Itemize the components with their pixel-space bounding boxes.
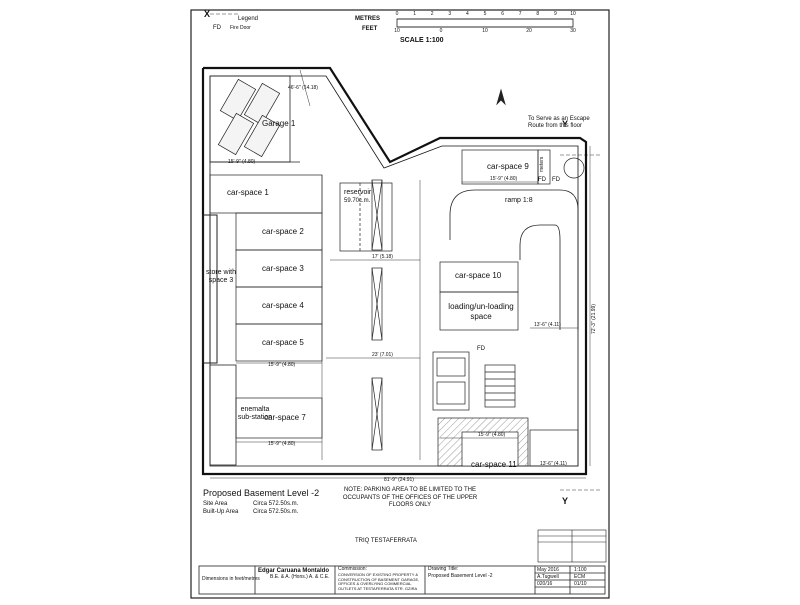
street-name: TRIQ TESTAFERRATA — [355, 538, 417, 544]
legend-code: FD — [213, 25, 221, 31]
outline-inner — [209, 75, 579, 467]
car-space-11-label: car-space 11 — [471, 460, 517, 469]
store-area — [202, 214, 218, 364]
car-space-1-label: car-space 1 — [227, 188, 269, 197]
fire-door-label-3: FD — [477, 346, 485, 352]
sheet-border — [190, 9, 610, 599]
car-space-10-bay — [439, 261, 519, 331]
feet-tick-label: 0 — [439, 28, 443, 34]
car-space-7-label: car-space 7 — [264, 413, 306, 422]
drawn-by: A.Tugwell — [537, 574, 559, 580]
legend-desc: Fire Door — [230, 25, 251, 31]
dim-label-5: 15'-9" (4.80) — [268, 362, 296, 368]
car-space-5-label: car-space 5 — [262, 338, 304, 347]
car-space-10-label: car-space 10 — [455, 271, 502, 280]
revision-table — [537, 529, 607, 563]
store-label: store with space 3 — [206, 269, 236, 285]
dim-label-8: 15'-9" (4.80) — [478, 432, 506, 438]
escape-route-note: To Serve as an Escape Route from this fl… — [528, 116, 590, 129]
scale-bar — [396, 18, 574, 28]
dim-label-4: 17' (5.18) — [372, 254, 393, 260]
dim-label-6: 15'-9" (4.80) — [268, 441, 296, 447]
metres-tick-label: 2 — [430, 11, 434, 17]
section-mark-y-bottom: Y — [562, 496, 569, 506]
dim-label-12: 46'-6" (14.18) — [288, 85, 318, 91]
drawing-date: May 2016 — [537, 567, 559, 573]
built-up-label: Built-Up Area — [203, 509, 239, 515]
commission-label: Commission: — [338, 566, 367, 572]
parking-note: NOTE: PARKING AREA TO BE LIMITED TO THE … — [342, 487, 478, 508]
scale-ratio: SCALE 1:100 — [400, 37, 444, 44]
commission-text: CONVERSION OF EXISTING PROPERTY & CONSTR… — [338, 572, 420, 591]
title-block — [198, 565, 606, 595]
section-mark-y-top: Y — [562, 119, 569, 129]
car-space-9-label: car-space 9 — [487, 162, 529, 171]
checked-by: ECM — [574, 574, 586, 580]
dim-label-1: 13'-6" (4.11) — [534, 322, 561, 328]
metres-tick-label: 8 — [536, 11, 540, 17]
dim-label-9: 13'-6" (4.11) — [540, 461, 567, 467]
plan-title: Proposed Basement Level -2 — [203, 488, 320, 498]
building-outline — [201, 66, 588, 476]
car-space-2-label: car-space 2 — [262, 227, 304, 236]
car-space-3-label: car-space 3 — [262, 264, 304, 273]
metres-tick-label: 3 — [448, 11, 452, 17]
car-space-11-bay — [437, 417, 579, 467]
north-arrow — [496, 88, 506, 106]
feet-tick-label: 10 — [482, 28, 488, 34]
job-number: 020/16 — [537, 581, 553, 587]
metres-tick-label: 7 — [518, 11, 522, 17]
metres-tick-label: 9 — [554, 11, 557, 17]
garage-label: Garage 1 — [262, 119, 296, 128]
site-area-value: Circa 572.50s.m. — [253, 501, 299, 507]
dim-label-11: 72'-3" (21.99) — [591, 304, 597, 334]
firm-subtitle: B.E. & A. (Hons.) A. & C.E. — [270, 574, 330, 580]
metres-tick-label: 5 — [483, 11, 487, 17]
metres-tick-label: 1 — [413, 11, 416, 17]
metres-tick-label: 4 — [466, 11, 469, 17]
dimension-lines — [210, 69, 591, 479]
garage-cars — [217, 78, 281, 158]
dimensions-note: Dimensions in feet/metres — [202, 576, 260, 582]
car-space-9-bay — [461, 149, 585, 185]
reservoir — [339, 182, 393, 252]
substation-label: enemalta sub-station — [237, 406, 273, 422]
loading-label: loading/un-loading space — [448, 302, 514, 321]
scale-feet-label: FEET — [362, 26, 378, 32]
reservoir-label: reservoir — [344, 189, 372, 196]
substation — [209, 364, 237, 466]
dim-label-7: 81'-9" (24.91) — [384, 477, 414, 483]
dim-label-2: 15'-9" (4.80) — [490, 176, 518, 182]
garage — [209, 75, 300, 163]
built-up-value: Circa 572.50s.m. — [253, 509, 299, 515]
ramp — [449, 189, 579, 330]
fire-door-label-1: FD — [538, 177, 546, 183]
column-strips — [371, 179, 383, 451]
feet-tick-label: 10 — [394, 28, 400, 34]
ramp-label: ramp 1:8 — [505, 197, 533, 204]
meters-label: meters — [539, 156, 545, 172]
scale-metres-label: METRES — [355, 16, 381, 22]
metres-tick-label: 0 — [395, 11, 399, 17]
feet-tick-label: 20 — [526, 28, 532, 34]
core-lifts — [432, 351, 516, 411]
metres-tick-label: 10 — [570, 11, 576, 17]
fire-door-label-2: FD — [552, 177, 560, 183]
feet-tick-label: 30 — [570, 28, 576, 34]
drawing-number: 01/10 — [574, 581, 587, 587]
drawing-title: Proposed Basement Level -2 — [428, 573, 493, 579]
drawing-scale: 1:100 — [574, 567, 587, 573]
firm-name: Edgar Caruana Montaldo — [258, 568, 330, 574]
site-area-label: Site Area — [203, 501, 228, 507]
dim-label-3: 23' (7.01) — [372, 352, 393, 358]
car-space-4-label: car-space 4 — [262, 301, 304, 310]
legend-title: Legend — [238, 16, 259, 22]
drawing-title-label: Drawing Title: — [428, 566, 459, 572]
metres-tick-label: 6 — [501, 11, 504, 17]
dim-label-10: 15'-9" (4.80) — [228, 159, 256, 165]
section-mark-x: X — [204, 9, 211, 19]
reservoir-area: 59.70c.m. — [344, 198, 371, 204]
